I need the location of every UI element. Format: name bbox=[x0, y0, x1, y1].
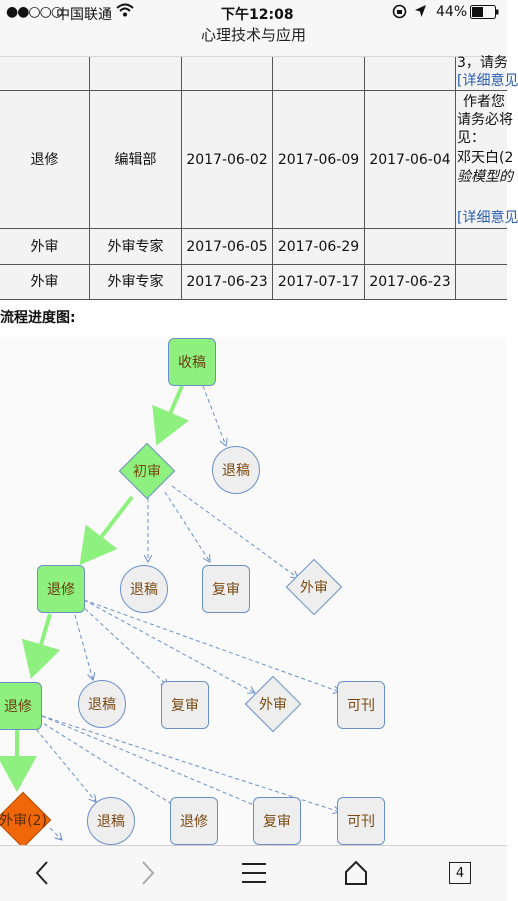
flow-node-received[interactable]: 收稿 bbox=[168, 338, 216, 386]
edge-option bbox=[41, 715, 261, 808]
table-cell-handler: 外审专家 bbox=[107, 238, 164, 255]
back-button[interactable] bbox=[22, 856, 62, 890]
flow-node-re-review[interactable]: 复审 bbox=[253, 797, 301, 845]
edge-option bbox=[79, 603, 168, 686]
remark-text: 验模型的 bbox=[457, 169, 513, 185]
flow-node-reject[interactable]: 退稿 bbox=[87, 797, 135, 845]
flow-node-revision[interactable]: 退修 bbox=[37, 565, 85, 613]
edge-option bbox=[41, 715, 340, 812]
table-cell-due: 2017-06-29 bbox=[277, 238, 360, 255]
table-cell-sent: 2017-06-05 bbox=[186, 238, 268, 255]
table-cell-sent: 2017-06-23 bbox=[186, 274, 268, 290]
edge-option bbox=[202, 385, 226, 446]
carrier-name: 中国联通 bbox=[56, 7, 112, 23]
edge-option bbox=[83, 599, 255, 693]
menu-button[interactable] bbox=[234, 856, 274, 890]
remark-text: 见： bbox=[457, 130, 485, 146]
back-icon bbox=[35, 861, 48, 885]
flow-node-revision[interactable]: 退修 bbox=[0, 682, 42, 730]
status-bar: ●●○○○ 中国联通 下午12:08 44% bbox=[0, 0, 507, 24]
edge-path bbox=[21, 613, 61, 679]
edge-option bbox=[164, 491, 210, 562]
battery-percent: 44% bbox=[436, 4, 468, 20]
wifi-icon bbox=[116, 3, 134, 21]
browser-toolbar: 4 bbox=[0, 845, 507, 901]
process-table: 3，请务 [详细意见 退修 编辑部 2017-06-02 2017-06-09 … bbox=[0, 55, 518, 300]
flow-node-re-review[interactable]: 复审 bbox=[202, 565, 250, 613]
table-cell-step: 外审 bbox=[30, 274, 59, 290]
flow-node-external-review[interactable]: 外审 bbox=[300, 580, 328, 596]
flow-node-reject[interactable]: 退稿 bbox=[78, 680, 126, 728]
page-title: 心理技术与应用 bbox=[0, 24, 507, 57]
flow-node-reject[interactable]: 退稿 bbox=[212, 446, 260, 494]
remark-text: 作者您 bbox=[463, 94, 505, 110]
table-cell-due: 2017-06-09 bbox=[277, 151, 360, 168]
edge-option bbox=[171, 485, 298, 578]
edge-option bbox=[31, 723, 96, 802]
flow-node-accept[interactable]: 可刊 bbox=[337, 681, 385, 729]
edge-option bbox=[49, 827, 62, 840]
flow-node-accept[interactable]: 可刊 bbox=[337, 797, 385, 845]
location-arrow-icon bbox=[414, 4, 427, 22]
home-button[interactable] bbox=[336, 856, 376, 890]
flow-node-reject[interactable]: 退稿 bbox=[120, 565, 168, 613]
edge-option bbox=[83, 599, 340, 692]
flow-node-revision[interactable]: 退修 bbox=[170, 797, 218, 845]
flow-edges bbox=[0, 385, 507, 845]
flow-node-external-review-2[interactable]: 外审(2) bbox=[0, 813, 47, 829]
edge-option bbox=[72, 607, 93, 680]
flow-node-re-review[interactable]: 复审 bbox=[161, 681, 209, 729]
edge-path bbox=[79, 495, 134, 566]
menu-icon bbox=[242, 863, 266, 883]
table-cell-handler: 编辑部 bbox=[114, 151, 157, 168]
battery-icon bbox=[470, 5, 500, 23]
detail-link-row0[interactable]: [详细意见 bbox=[457, 73, 518, 89]
table-cell-due: 2017-07-17 bbox=[277, 274, 360, 290]
clock: 下午12:08 bbox=[221, 7, 294, 23]
table-cell-returned: 2017-06-23 bbox=[369, 274, 451, 290]
forward-icon bbox=[142, 861, 155, 885]
forward-button[interactable] bbox=[128, 856, 168, 890]
table-cell-returned: 2017-06-04 bbox=[369, 151, 451, 168]
rotation-lock-icon bbox=[392, 4, 407, 23]
table-cell-step: 外审 bbox=[30, 238, 59, 255]
remark-row0: 3，请务 bbox=[457, 55, 508, 71]
signal-strength: ●●○○○ bbox=[6, 4, 63, 20]
table-cell-step: 退修 bbox=[30, 151, 59, 168]
table-cell-handler: 外审专家 bbox=[107, 274, 164, 290]
flow-chart-title: 流程进度图: bbox=[0, 310, 76, 326]
flow-node-initial-review[interactable]: 初审 bbox=[133, 464, 161, 480]
detail-link-row1[interactable]: [详细意见 bbox=[457, 210, 518, 226]
remark-text: 邓天白(2 bbox=[457, 150, 514, 166]
tabs-icon: 4 bbox=[449, 862, 471, 884]
tabs-count: 4 bbox=[455, 865, 465, 881]
edge-option bbox=[37, 719, 178, 808]
table-cell-sent: 2017-06-02 bbox=[186, 151, 268, 168]
flow-node-external-review[interactable]: 外审 bbox=[259, 697, 287, 713]
edge-path bbox=[152, 385, 189, 446]
remark-text: 请务必将 bbox=[457, 112, 513, 128]
home-icon bbox=[345, 860, 367, 885]
tabs-button[interactable]: 4 bbox=[440, 856, 480, 890]
